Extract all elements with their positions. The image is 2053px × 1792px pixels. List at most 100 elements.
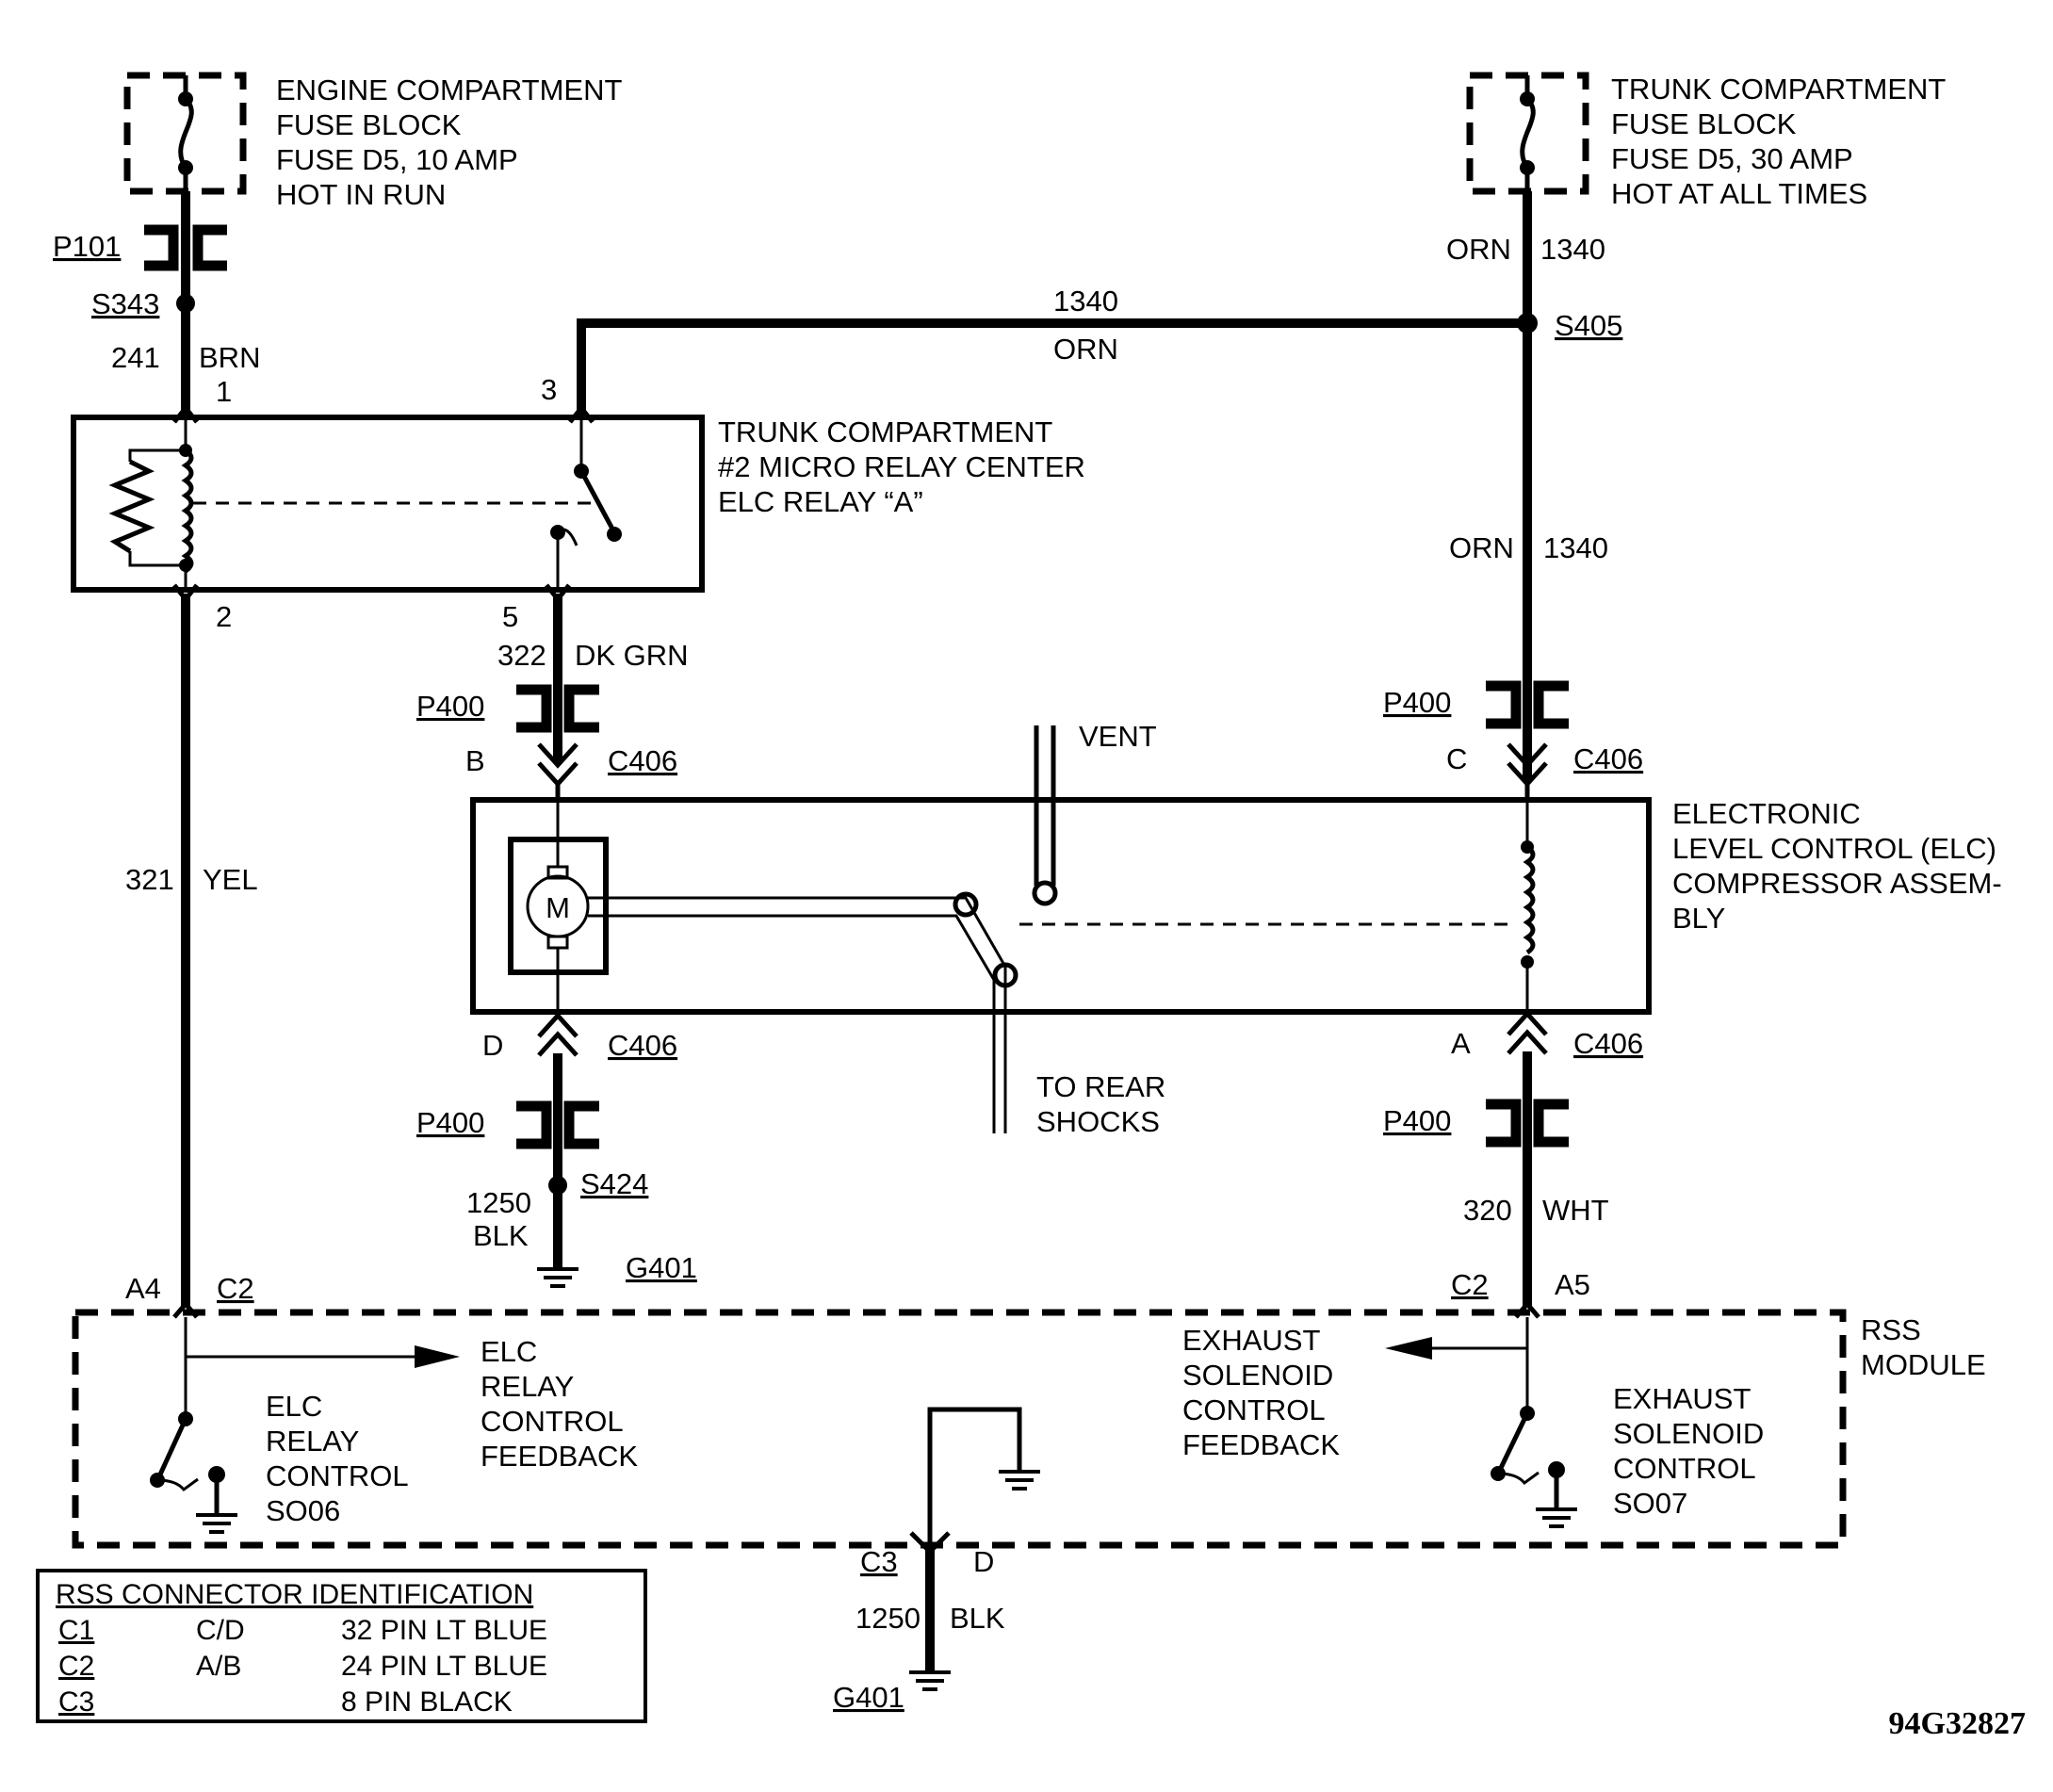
wire-322-circuit: 322 [497, 639, 546, 672]
exhaust-feedback-arrow [1385, 1337, 1432, 1360]
connector-table-border [36, 1569, 647, 1723]
relay-resistor [108, 459, 155, 554]
c2-pin-a5: A5 [1555, 1268, 1590, 1301]
wire-321-circuit: 321 [125, 863, 174, 896]
figure-code: 94G32827 [1889, 1706, 2026, 1741]
c3-label: C3 [860, 1545, 898, 1578]
motor-label: M [546, 891, 570, 924]
ground-g401-left-icon [535, 1267, 580, 1288]
relay-pin-3: 3 [541, 373, 557, 406]
wire-320-circuit: 320 [1463, 1194, 1512, 1227]
wire-1340-horiz-color: ORN [1053, 333, 1118, 366]
compressor-line-4: BLY [1672, 902, 1725, 935]
wire-1340-mid-color: ORN [1449, 531, 1514, 564]
p400-label-d: P400 [416, 1106, 484, 1139]
rss-connector-table: RSS CONNECTOR IDENTIFICATION C1 C/D 32 P… [36, 1569, 647, 1723]
wire-1340-orn-horizontal [577, 318, 1527, 415]
rss-module-housing [72, 1309, 1847, 1549]
exhaust-feedback-line-3: CONTROL [1182, 1393, 1326, 1426]
trunk-fuse-element [1520, 97, 1536, 170]
wire-320-color: WHT [1542, 1194, 1609, 1227]
wire-321-color: YEL [203, 863, 258, 896]
connector-table-title: RSS CONNECTOR IDENTIFICATION [56, 1579, 533, 1610]
compressor-line-2: LEVEL CONTROL (ELC) [1672, 832, 1996, 865]
splice-s405-label: S405 [1555, 309, 1622, 342]
elc-feedback-line-1: ELC [481, 1335, 537, 1368]
connector-row-3-desc: 8 PIN BLACK [341, 1686, 513, 1718]
exhaust-control-switch [1498, 1411, 1530, 1470]
p101-label: P101 [53, 230, 121, 263]
rss-module-line-1: RSS [1861, 1313, 1921, 1346]
c3-pin-d: D [973, 1545, 994, 1578]
c2-label-right: C2 [1451, 1268, 1489, 1301]
engine-fuse-line-4: HOT IN RUN [276, 178, 446, 211]
p400-label-c: P400 [1383, 686, 1451, 719]
trunk-fuse-line-1: TRUNK COMPARTMENT [1611, 73, 1946, 106]
wire-1250-bottom-color: BLK [950, 1602, 1005, 1635]
relay-center-box [71, 415, 705, 593]
exhaust-solenoid-coil [1523, 844, 1536, 955]
exhaust-feedback-line-1: EXHAUST [1182, 1324, 1320, 1357]
exhaust-control-line-3: CONTROL [1613, 1452, 1756, 1485]
wire-1340-top-circuit: 1340 [1540, 233, 1605, 266]
p400-label-a: P400 [1383, 1104, 1451, 1137]
connector-row-3-id: C3 [58, 1686, 94, 1718]
trunk-fuse-block: TRUNK COMPARTMENT FUSE BLOCK FUSE D5, 30… [1466, 72, 1946, 210]
relay-center-line-3: ELC RELAY “A” [718, 485, 923, 518]
engine-fuse-line-3: FUSE D5, 10 AMP [276, 143, 518, 176]
rear-shocks-line-2: SHOCKS [1036, 1105, 1160, 1138]
c2-a5-terminal [1514, 1300, 1540, 1319]
exhaust-control-ground-icon [1534, 1507, 1579, 1528]
relay-pin-2: 2 [216, 600, 232, 633]
connector-row-1-desc: 32 PIN LT BLUE [341, 1615, 547, 1646]
rss-module-line-2: MODULE [1861, 1348, 1986, 1381]
c2-pin-a4: A4 [125, 1272, 161, 1305]
compressor-shaft [588, 896, 1007, 1133]
engine-fuse-line-2: FUSE BLOCK [276, 108, 462, 141]
exhaust-control-line-4: SO07 [1613, 1487, 1687, 1520]
wire-1340-top-color: ORN [1446, 233, 1511, 266]
rss-module: RSS MODULE ELC RELAY CONTROL FEEDBACK EL… [72, 1300, 1986, 1549]
micro-relay-center: TRUNK COMPARTMENT #2 MICRO RELAY CENTER … [71, 403, 1085, 604]
c406-d-terminal [537, 1012, 578, 1057]
exhaust-feedback-line-2: SOLENOID [1182, 1359, 1333, 1392]
trunk-fuse-line-4: HOT AT ALL TIMES [1611, 177, 1867, 210]
p101-connector: P101 [53, 224, 227, 271]
engine-fuse-element [178, 97, 194, 170]
exhaust-control-line-1: EXHAUST [1613, 1382, 1751, 1415]
splice-s424-dot [548, 1176, 567, 1195]
p400-label-b: P400 [416, 690, 484, 723]
vent-label: VENT [1079, 720, 1157, 753]
elc-feedback-line-3: CONTROL [481, 1405, 624, 1438]
exhaust-feedback-line-4: FEEDBACK [1182, 1428, 1340, 1461]
compressor-box [470, 797, 1652, 1015]
engine-fuse-line-1: ENGINE COMPARTMENT [276, 73, 622, 106]
wire-1340-mid-circuit: 1340 [1543, 531, 1608, 564]
ground-g401-left-label: G401 [626, 1251, 697, 1284]
c406-label-c: C406 [1573, 742, 1643, 775]
relay-pin-1: 1 [216, 375, 232, 408]
wire-1250-bottom-circuit: 1250 [855, 1602, 921, 1635]
connector-row-2-id: C2 [58, 1651, 94, 1682]
engine-fuse-block: ENGINE COMPARTMENT FUSE BLOCK FUSE D5, 1… [123, 72, 622, 211]
elc-feedback-arrow [415, 1345, 460, 1368]
relay-coil [181, 448, 194, 574]
elc-feedback-line-4: FEEDBACK [481, 1440, 638, 1473]
c2-a4-terminal [172, 1300, 199, 1319]
ground-g401-bottom-icon [907, 1670, 953, 1691]
c406-pin-b: B [465, 744, 485, 777]
splice-s343-dot [176, 294, 195, 313]
connector-row-2-desc: 24 PIN LT BLUE [341, 1651, 547, 1682]
c406-a-terminal [1507, 1010, 1548, 1055]
relay-pin-5: 5 [502, 600, 518, 633]
elc-control-ground-icon [194, 1513, 239, 1534]
trunk-fuse-line-2: FUSE BLOCK [1611, 107, 1797, 140]
ground-g401-bottom-label: G401 [833, 1681, 904, 1714]
relay-switch-contact [578, 469, 617, 534]
compressor-line-3: COMPRESSOR ASSEM- [1672, 867, 2002, 900]
c406-label-b: C406 [608, 744, 677, 777]
wire-1340-horiz-circuit: 1340 [1053, 285, 1118, 318]
c406-pin-a: A [1451, 1027, 1471, 1060]
c2-label-left: C2 [217, 1272, 254, 1305]
